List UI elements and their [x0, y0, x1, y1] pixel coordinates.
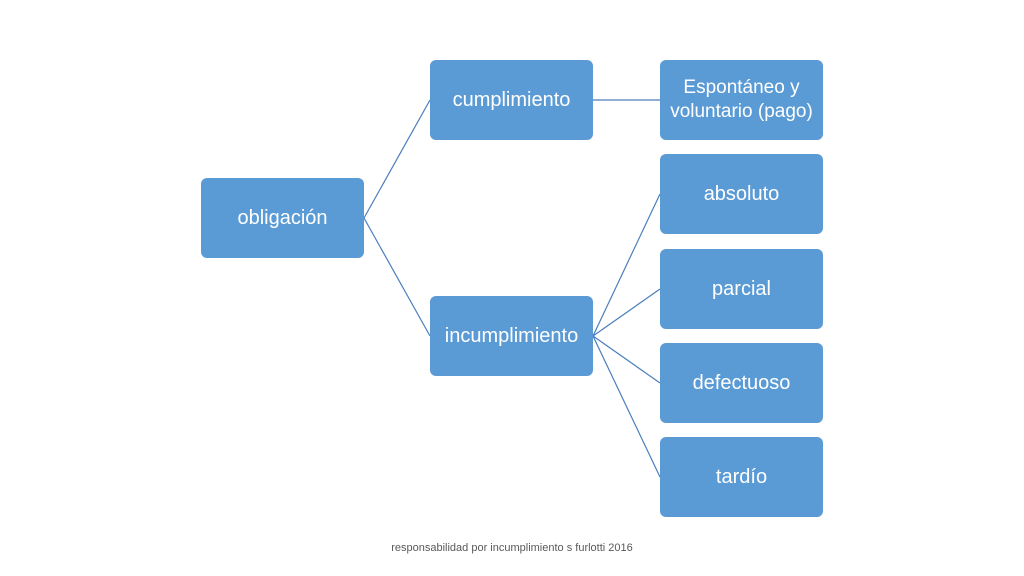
node-obligacion: obligación [201, 178, 364, 258]
node-label: defectuoso [692, 372, 791, 394]
node-label: tardío [715, 466, 768, 488]
connector-obligacion-cumplimiento [363, 99, 431, 219]
node-defectuoso: defectuoso [660, 343, 823, 423]
node-label: obligación [237, 207, 328, 229]
connector-incumplimiento-absoluto [592, 193, 661, 337]
node-label: cumplimiento [452, 89, 571, 111]
connector-obligacion-incumplimiento [363, 217, 431, 337]
connector-incumplimiento-defectuoso [592, 335, 661, 384]
node-incumplimiento: incumplimiento [430, 296, 593, 376]
node-label: parcial [712, 278, 771, 300]
node-label: absoluto [703, 183, 780, 205]
node-espontaneo-voluntario: Espontáneo y voluntario (pago) [660, 60, 823, 140]
node-parcial: parcial [660, 249, 823, 329]
footer-text: responsabilidad por incumplimiento s fur… [391, 542, 633, 554]
node-tardio: tardío [660, 437, 823, 517]
node-label: Espontáneo y voluntario (pago) [670, 77, 813, 122]
connector-incumplimiento-parcial [592, 288, 661, 337]
node-absoluto: absoluto [660, 154, 823, 234]
node-label: incumplimiento [444, 325, 579, 347]
node-cumplimiento: cumplimiento [430, 60, 593, 140]
connector-incumplimiento-tardio [592, 335, 661, 478]
